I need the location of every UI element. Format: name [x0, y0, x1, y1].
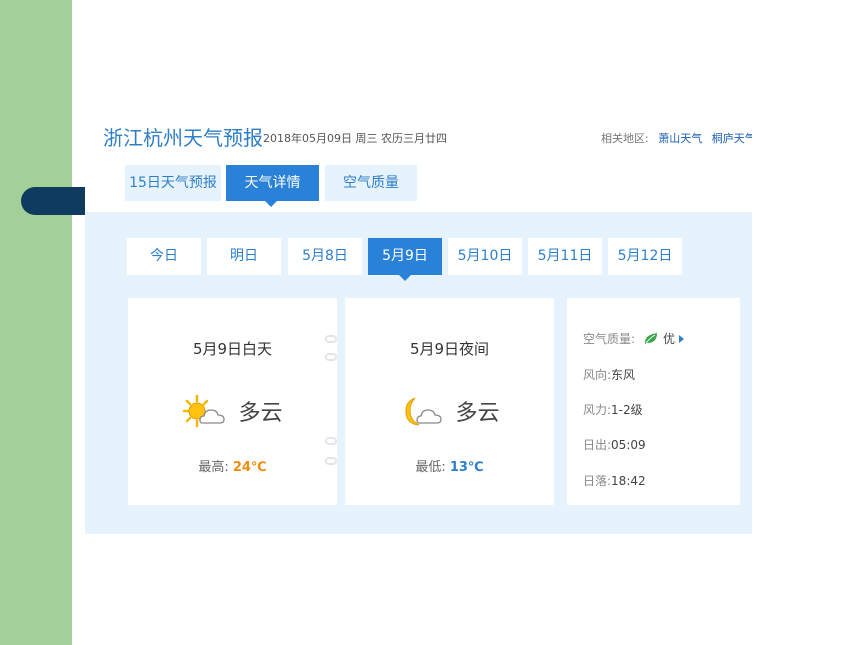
sunset-label: 日落: — [583, 474, 612, 488]
daytime-temp: 最高: 24℃ — [128, 456, 337, 475]
date-text: 2018年05月09日 周三 农历三月廿四 — [263, 132, 447, 145]
high-temp-label: 最高: — [198, 460, 229, 475]
nighttime-weather: 多云 — [345, 393, 554, 429]
tab-weather-details[interactable]: 天气详情 — [226, 165, 319, 201]
wind-direction-value: 东风 — [611, 368, 636, 382]
air-quality-row[interactable]: 空气质量: 优 — [583, 330, 685, 347]
day-tab-may-8[interactable]: 5月8日 — [288, 238, 362, 275]
sun-cloud-icon — [183, 394, 226, 428]
nighttime-card: 5月9日夜间 多云 最低: 13℃ — [345, 298, 554, 505]
wind-force-value: 1-2级 — [611, 403, 643, 417]
day-tab-may-12[interactable]: 5月12日 — [608, 238, 682, 275]
air-quality-value: 优 — [663, 332, 676, 346]
moon-cloud-icon — [405, 397, 443, 426]
weather-screenshot: 浙江杭州天气预报 2018年05月09日 周三 农历三月廿四 相关地区: 萧山天… — [85, 100, 752, 534]
left-decor-pill — [21, 187, 85, 215]
tab-15-day-forecast[interactable]: 15日天气预报 — [125, 165, 221, 201]
binder-ring — [325, 353, 337, 361]
high-temp-value: 24℃ — [232, 460, 267, 475]
left-decor-band — [0, 0, 72, 645]
sunrise-value: 05:09 — [611, 437, 646, 452]
leaf-icon — [644, 332, 658, 344]
low-temp-label: 最低: — [415, 460, 446, 475]
wind-force-label: 风力: — [583, 403, 612, 417]
sunset-value: 18:42 — [611, 473, 646, 488]
daytime-title: 5月9日白天 — [192, 340, 273, 358]
nighttime-temp: 最低: 13℃ — [345, 456, 554, 475]
wind-force-row: 风力: 1-2级 — [583, 401, 643, 418]
related-label: 相关地区: — [601, 132, 649, 145]
day-tab-tomorrow[interactable]: 明日 — [207, 238, 281, 275]
sunrise-row: 日出: 05:09 — [583, 436, 646, 453]
binder-ring — [325, 457, 337, 465]
header: 浙江杭州天气预报 2018年05月09日 周三 农历三月廿四 相关地区: 萧山天… — [103, 120, 752, 154]
nighttime-title: 5月9日夜间 — [409, 340, 490, 358]
active-tab-caret — [265, 201, 277, 207]
weather-info-card: 空气质量: 优 风向: 东风 风力: 1-2级 日出: — [567, 298, 740, 505]
daytime-card: 5月9日白天 多云 — [128, 298, 337, 505]
wind-direction-row: 风向: 东风 — [583, 366, 635, 383]
nighttime-weather-text: 多云 — [455, 401, 500, 426]
day-tab-may-9[interactable]: 5月9日 — [368, 238, 442, 275]
wind-direction-label: 风向: — [583, 368, 612, 382]
page-title: 浙江杭州天气预报 — [103, 126, 263, 150]
binder-ring — [325, 335, 337, 343]
related-city-link[interactable]: 桐庐天气 — [711, 132, 752, 145]
binder-ring — [325, 437, 337, 445]
related-regions: 相关地区: 萧山天气 桐庐天气 淳 — [601, 130, 752, 146]
sunrise-label: 日出: — [583, 438, 612, 452]
day-tab-may-11[interactable]: 5月11日 — [528, 238, 602, 275]
tab-air-quality[interactable]: 空气质量 — [325, 165, 417, 201]
related-city-link[interactable]: 萧山天气 — [658, 132, 703, 145]
low-temp-value: 13℃ — [449, 460, 484, 475]
daytime-weather: 多云 — [128, 393, 337, 429]
day-tab-today[interactable]: 今日 — [127, 238, 201, 275]
sunset-row: 日落: 18:42 — [583, 472, 646, 489]
air-quality-label: 空气质量: — [583, 332, 636, 346]
day-tab-may-10[interactable]: 5月10日 — [448, 238, 522, 275]
active-day-caret — [399, 275, 411, 281]
details-panel: 今日 明日 5月8日 5月9日 5月10日 5月11日 5月12日 5月9日白天 — [85, 212, 752, 534]
daytime-weather-text: 多云 — [238, 401, 283, 426]
chevron-right-icon — [679, 334, 685, 343]
